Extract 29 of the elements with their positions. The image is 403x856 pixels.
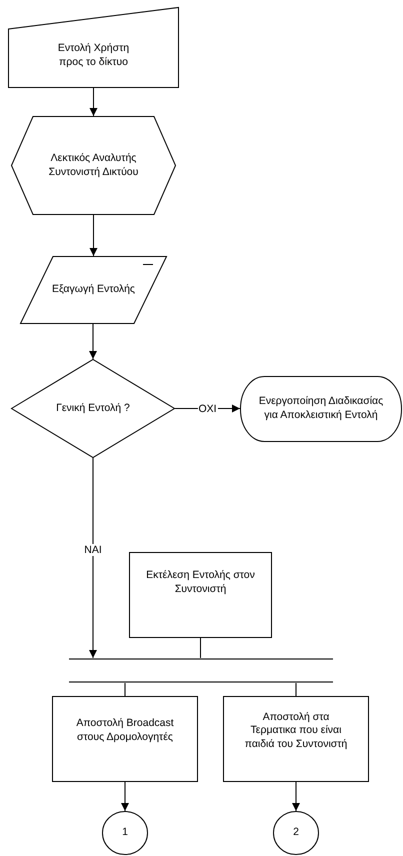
node-text: Εξαγωγή Εντολής bbox=[52, 283, 135, 297]
preparation-hexagon bbox=[11, 116, 176, 215]
edge-label: ΝΑΙ bbox=[83, 544, 103, 556]
node-text: Γενική Εντολή ? bbox=[56, 402, 130, 416]
terminator-shape bbox=[240, 376, 402, 442]
connector-circle bbox=[273, 811, 319, 855]
node-text: Αποστολή στα Τερματικα που είναι παιδιά του Συντονιστή bbox=[244, 710, 348, 752]
edge-label: ΟΧΙ bbox=[197, 402, 218, 414]
data-parallelogram bbox=[20, 256, 167, 324]
arrow bbox=[121, 782, 129, 812]
node-text: Εντολή Χρήστη προς το δίκτυο bbox=[56, 42, 130, 70]
node-text: 1 bbox=[122, 826, 128, 840]
arrow bbox=[90, 88, 98, 116]
arrow bbox=[292, 782, 300, 812]
node-text: Αποστολή Broadcast στους Δρομολογητές bbox=[75, 717, 175, 745]
node-text: Ενεργοποίηση Διαδικασίας για Αποκλειστική Εντολή bbox=[258, 395, 384, 423]
node-text: Εκτέλεση Εντολής στον Συντονιστή bbox=[145, 569, 256, 597]
connector-circle bbox=[102, 811, 148, 855]
manual-input-shape bbox=[8, 7, 179, 88]
node-text: 2 bbox=[293, 826, 299, 840]
process-box bbox=[129, 552, 272, 638]
arrow bbox=[90, 214, 98, 256]
arrow bbox=[174, 404, 240, 412]
arrow bbox=[89, 324, 97, 360]
process-box bbox=[223, 696, 369, 782]
process-box bbox=[52, 696, 198, 782]
node-text: Λεκτικός Αναλυτής Συντονιστή Δικτύου bbox=[48, 152, 140, 180]
arrow bbox=[89, 458, 97, 658]
decision-diamond bbox=[11, 359, 175, 458]
